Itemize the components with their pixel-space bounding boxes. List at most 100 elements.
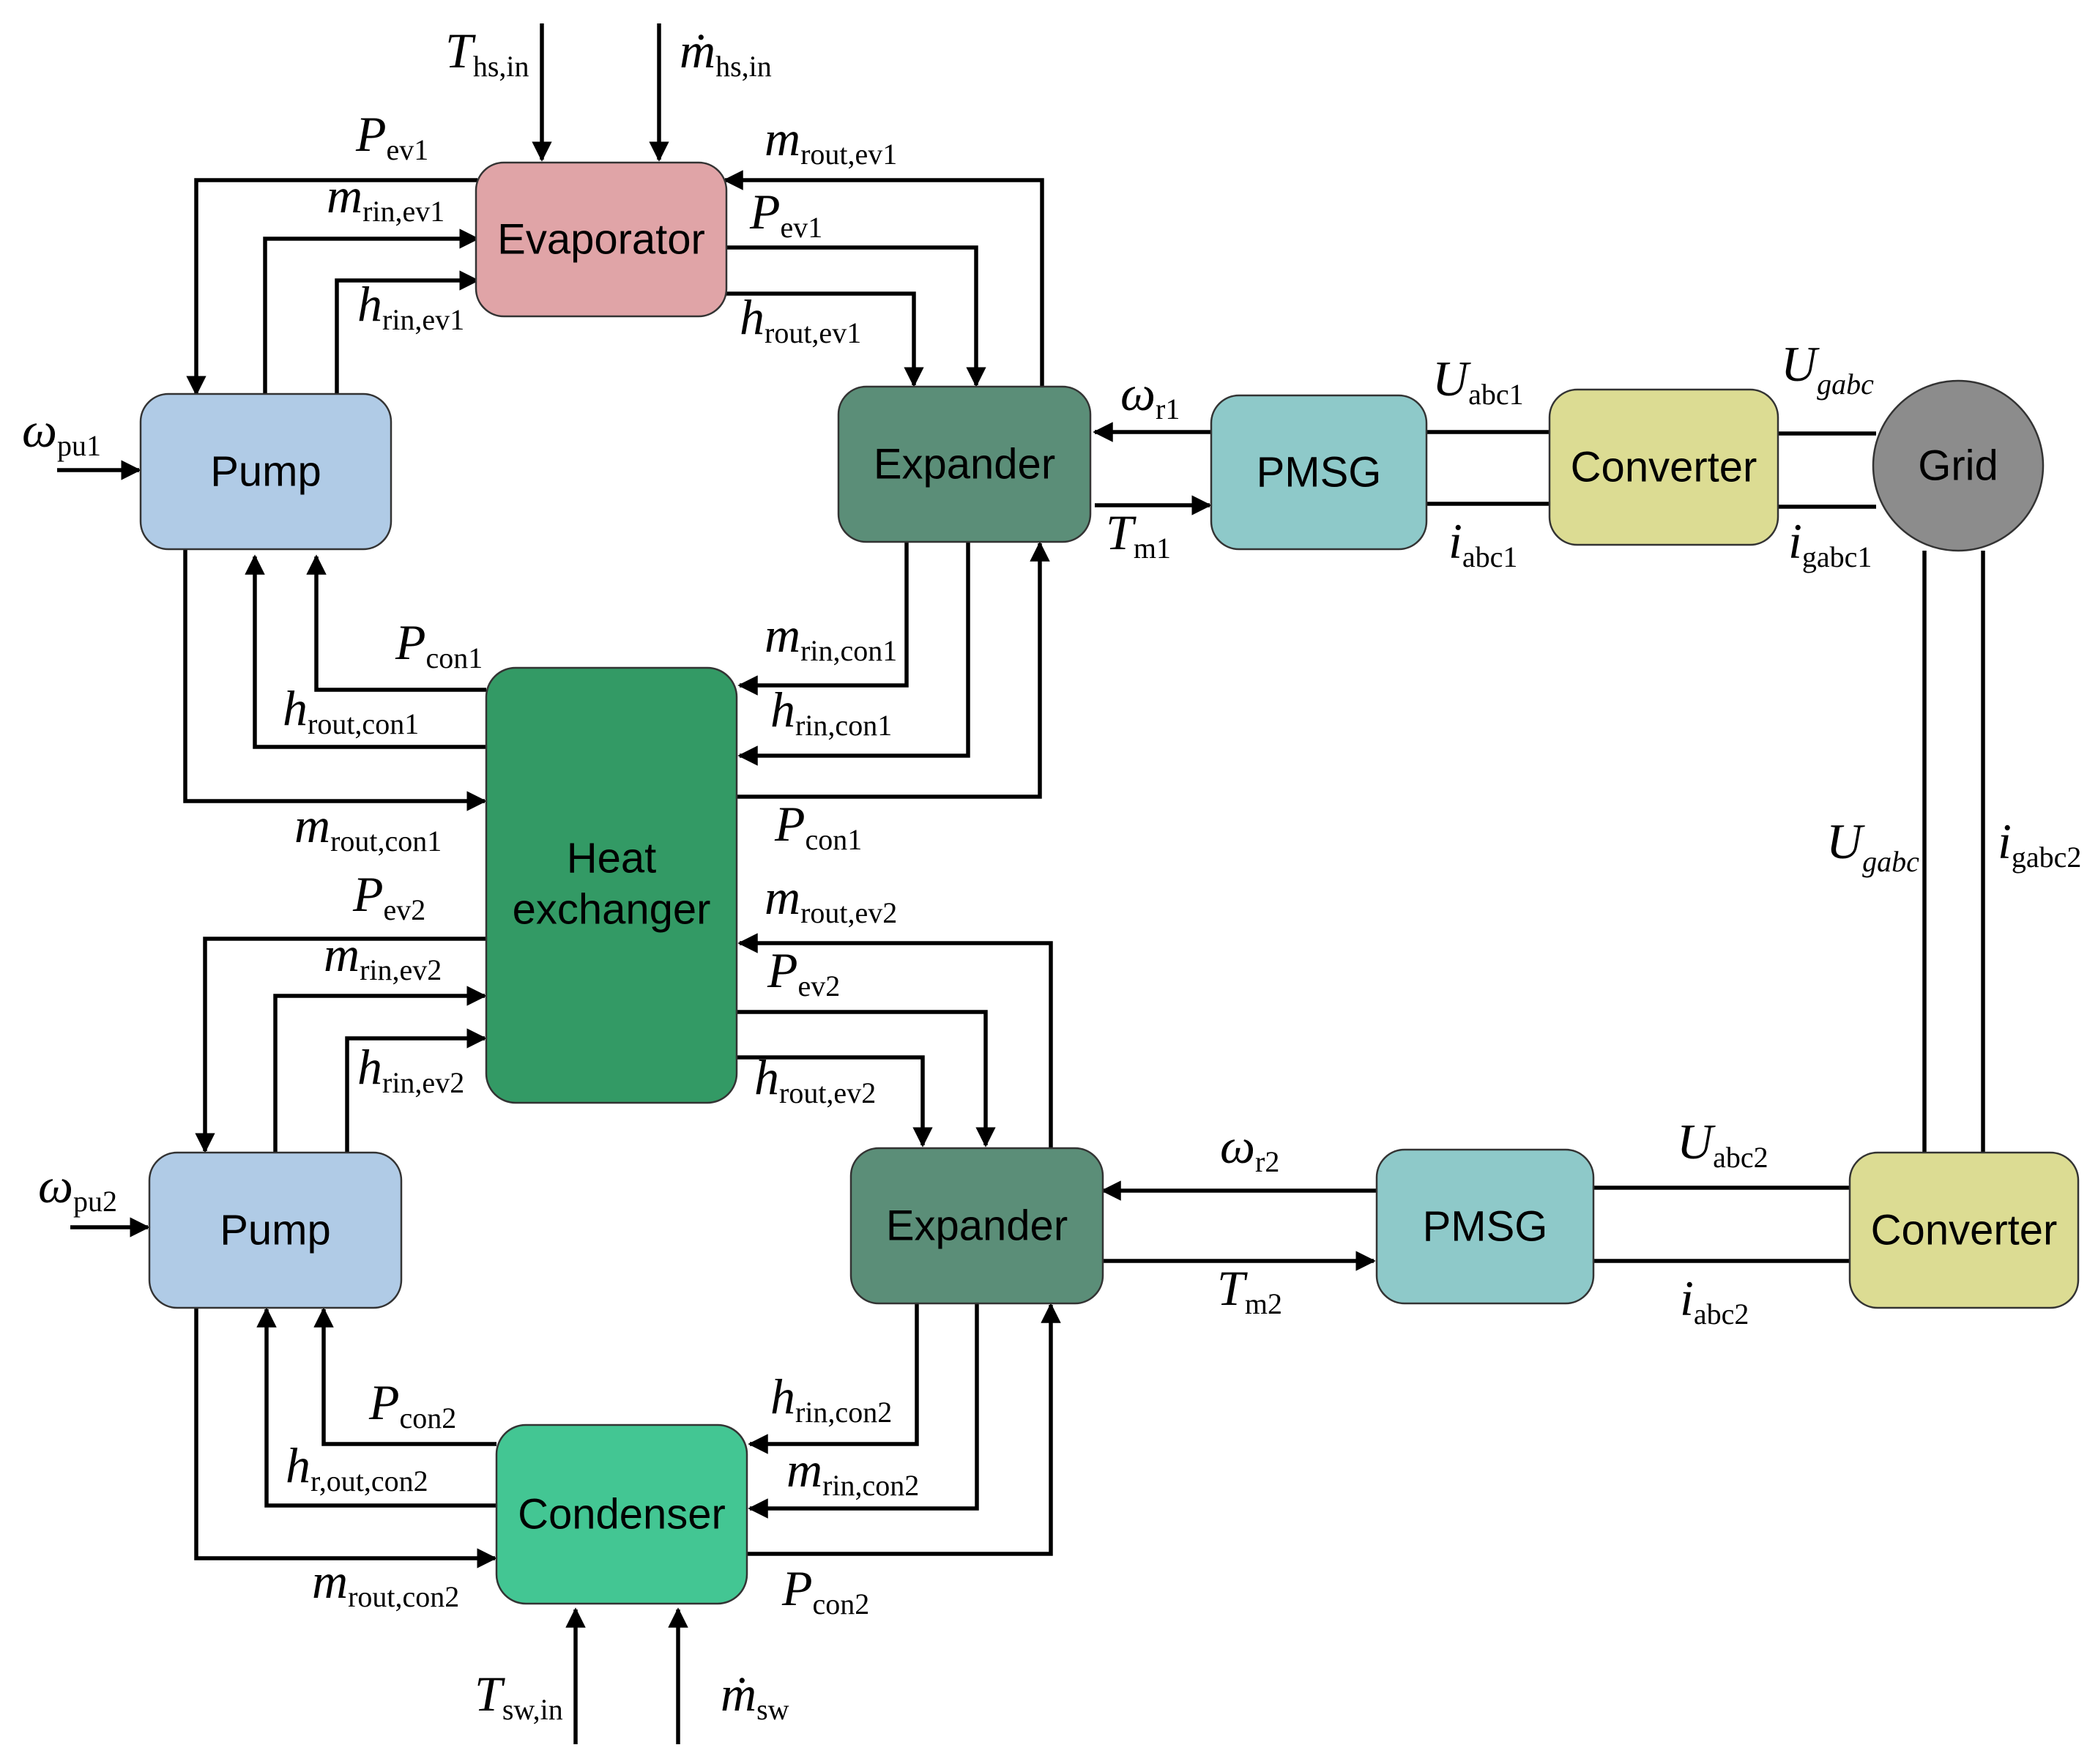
- label-i-gabc2: igabc2: [1998, 814, 2081, 874]
- arrow-h-rin-con2: [748, 1303, 919, 1454]
- label-u-gabc-vertical: Ugabc: [1826, 814, 1919, 878]
- label-h-r-out-con2: hr,out,con2: [286, 1437, 428, 1497]
- converter2-label: Converter: [1871, 1207, 2058, 1254]
- label-t-hs-in: Ths,in: [445, 23, 529, 83]
- label-omega-r2: ωr2: [1220, 1118, 1279, 1178]
- label-h-rout-ev1: hrout,ev1: [740, 289, 861, 349]
- arrow-p-con2-right: [745, 1303, 1061, 1556]
- pump2-label: Pump: [220, 1207, 331, 1254]
- label-u-abc1: Uabc1: [1432, 351, 1524, 411]
- label-m-rout-ev1: mrout,ev1: [765, 111, 897, 171]
- label-p-ev1-left: Pev1: [355, 106, 428, 166]
- label-u-gabc-top: Ugabc: [1781, 336, 1874, 401]
- pmsg2-label: PMSG: [1423, 1203, 1548, 1251]
- label-h-rout-ev2: hrout,ev2: [754, 1049, 876, 1109]
- label-p-con1-right: Pcon1: [774, 796, 862, 856]
- label-h-rin-con2: hrin,con2: [770, 1369, 892, 1429]
- arrow-p-ev1-right: [725, 245, 986, 387]
- blocks: Evaporator Pump Expander PMSG Converter …: [139, 161, 2080, 1605]
- condenser-box: [495, 1424, 748, 1605]
- arrow-m-rout-con1: [183, 549, 487, 811]
- condenser-block: Condenser: [495, 1424, 748, 1605]
- arrow-p-con2: [313, 1307, 496, 1446]
- label-p-con2-right: Pcon2: [781, 1560, 869, 1620]
- label-t-m2: Tm2: [1217, 1260, 1282, 1320]
- arrow-m-rin-ev2: [273, 986, 487, 1153]
- arrow-p-ev1-left: [186, 178, 477, 396]
- pump2-box: [148, 1151, 403, 1309]
- arrow-h-rout-ev2: [737, 1055, 933, 1147]
- label-omega-r1: ωr1: [1120, 365, 1180, 425]
- expander2-block: Expander: [849, 1147, 1104, 1305]
- label-h-rout-con1: hrout,con1: [283, 680, 419, 740]
- heat-exchanger-label-line2: exchanger: [513, 886, 711, 934]
- arrow-h-rin-con1: [737, 542, 970, 766]
- arrow-m-rout-ev2: [737, 933, 1053, 1148]
- label-m-hs-in: ṁhs,in: [680, 23, 772, 83]
- converter1-label: Converter: [1571, 444, 1757, 491]
- label-m-rin-con2: mrin,con2: [786, 1442, 919, 1502]
- label-p-con2: Pcon2: [368, 1374, 456, 1434]
- pmsg2-box: [1375, 1148, 1595, 1305]
- expander2-box: [849, 1147, 1104, 1305]
- arrow-h-rin-ev1: [335, 270, 480, 394]
- pmsg1-label: PMSG: [1257, 449, 1382, 496]
- label-m-rin-con1: mrin,con1: [765, 607, 897, 667]
- heat-exchanger-block: Heat exchanger: [485, 666, 738, 1104]
- pump1-block: Pump: [139, 392, 393, 551]
- label-m-rout-con1: mrout,con1: [294, 797, 442, 857]
- arrow-p-ev2-left: [195, 937, 486, 1153]
- converter1-box: [1548, 388, 1779, 546]
- connection-lines: [57, 23, 1985, 1744]
- expander2-label: Expander: [886, 1202, 1068, 1250]
- arrow-m-rin-con2: [748, 1303, 979, 1519]
- arrow-h-rout-ev1: [725, 291, 924, 387]
- label-p-con1: Pcon1: [395, 614, 483, 674]
- expander1-block: Expander: [837, 385, 1092, 543]
- grid-label: Grid: [1918, 442, 1998, 490]
- expander1-box: [837, 385, 1092, 543]
- converter1-block: Converter: [1548, 388, 1779, 546]
- label-i-abc1: iabc1: [1448, 513, 1517, 573]
- arrow-p-con1-right: [737, 541, 1050, 799]
- label-p-ev1-right: Pev1: [749, 184, 822, 244]
- pump2-block: Pump: [148, 1151, 403, 1309]
- label-m-rin-ev1: mrin,ev1: [327, 168, 444, 228]
- heat-exchanger-label-line1: Heat: [567, 835, 657, 882]
- evaporator-label: Evaporator: [497, 216, 705, 264]
- arrow-m-rin-con1: [737, 542, 909, 696]
- label-p-ev2-left: Pev2: [352, 866, 425, 926]
- label-m-rin-ev2: mrin,ev2: [324, 926, 442, 986]
- arrow-p-con1: [306, 554, 486, 692]
- heat-exchanger-box: [485, 666, 738, 1104]
- grid-block: Grid: [1872, 379, 2045, 552]
- evaporator-block: Evaporator: [475, 161, 728, 318]
- label-p-ev2-right: Pev2: [767, 942, 840, 1002]
- arrow-h-r-out-con2: [256, 1307, 496, 1508]
- label-h-rin-ev1: hrin,ev1: [357, 276, 464, 336]
- label-m-sw: ṁsw: [721, 1666, 789, 1726]
- label-m-rout-ev2: mrout,ev2: [765, 869, 897, 929]
- variable-labels: Ths,in ṁhs,in Pev1 mrin,ev1 hrin,ev1 mro…: [22, 23, 2081, 1726]
- label-m-rout-con2: mrout,con2: [312, 1553, 459, 1613]
- pump1-label: Pump: [210, 448, 321, 496]
- label-i-abc2: iabc2: [1680, 1270, 1749, 1331]
- label-i-gabc1: igabc1: [1788, 513, 1872, 573]
- pmsg1-box: [1210, 394, 1428, 551]
- label-u-abc2: Uabc2: [1677, 1114, 1768, 1174]
- arrow-h-rin-ev2: [345, 1028, 487, 1153]
- arrow-p-ev2-right: [737, 1010, 996, 1147]
- expander1-label: Expander: [874, 441, 1055, 488]
- label-t-m1: Tm1: [1106, 505, 1171, 565]
- arrow-m-rout-ev1: [723, 170, 1044, 388]
- label-omega-pu1: ωpu1: [22, 402, 101, 462]
- pump1-box: [139, 392, 393, 551]
- arrow-m-rout-con2: [194, 1306, 497, 1568]
- label-h-rin-ev2: hrin,ev2: [357, 1039, 464, 1099]
- arrow-m-rin-ev1: [263, 228, 480, 394]
- arrow-h-rout-con1: [245, 554, 486, 749]
- evaporator-box: [475, 161, 728, 318]
- pmsg2-block: PMSG: [1375, 1148, 1595, 1305]
- label-omega-pu2: ωpu2: [38, 1158, 117, 1218]
